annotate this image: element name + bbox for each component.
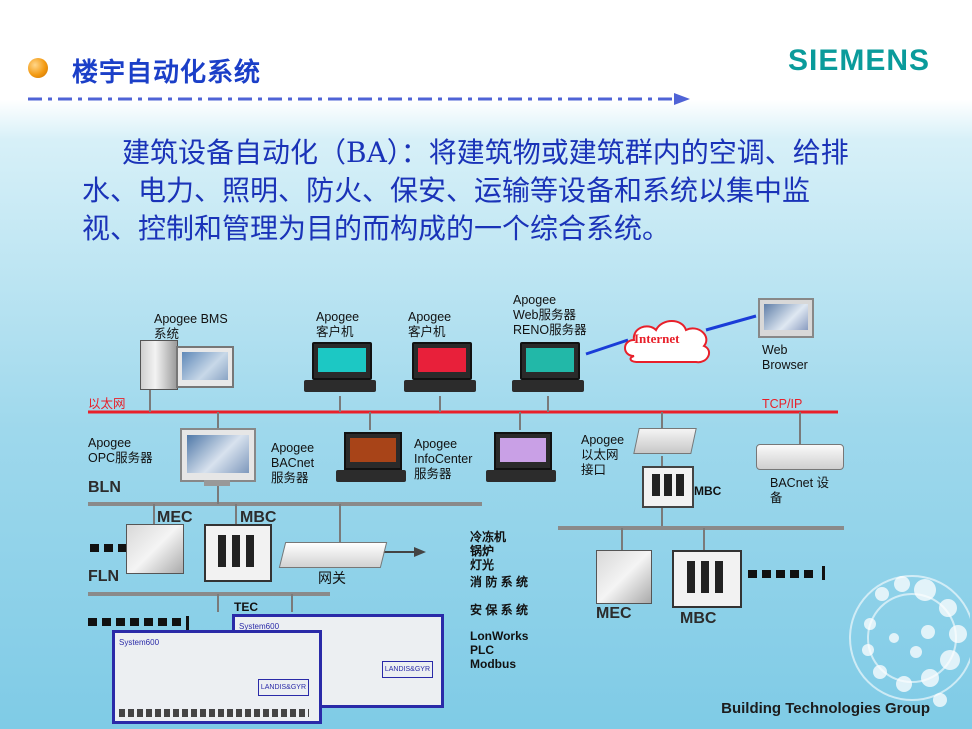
bln-mec-label: MEC: [157, 509, 193, 526]
header-divider-arrow: [28, 93, 690, 105]
bln-mbc-controller-icon: [204, 524, 272, 582]
infocenter-label: Apogee InfoCenter 服务器: [414, 437, 473, 481]
list-item: [470, 589, 528, 603]
opc-server-label: Apogee OPC服务器: [88, 436, 153, 465]
bln-mec-controller-icon: [126, 524, 184, 574]
bln-mbc-label: MBC: [240, 509, 277, 526]
siemens-logo: SIEMENS: [787, 44, 930, 77]
mbc-right-controller-icon: [642, 466, 694, 508]
decorative-dots: [849, 575, 970, 707]
list-item: 锅炉: [470, 544, 495, 558]
opc-server-stand-icon: [204, 480, 230, 486]
web-server-monitor-icon: [520, 342, 580, 380]
mbc-right-label: MBC: [694, 484, 722, 498]
infocenter-keyboard-icon: [486, 470, 556, 482]
list-item: 安 保 系 统: [470, 603, 529, 617]
list-item: 冷冻机: [470, 530, 507, 544]
page-title: 楼宇自动化系统: [72, 58, 262, 88]
web-server-label: Apogee Web服务器 RENO服务器: [513, 293, 587, 337]
list-item: 灯光: [470, 558, 495, 572]
list-item: LonWorks: [470, 629, 529, 643]
system600-panel-front: System600 LANDIS&GYR: [112, 630, 322, 724]
internet-label: Internet: [634, 331, 680, 346]
bms-label: Apogee BMS 系统: [154, 312, 228, 341]
bms-monitor-icon: [176, 346, 234, 388]
client2-keyboard-icon: [404, 380, 476, 392]
ethernet-label: 以太网: [88, 397, 126, 411]
list-item: [470, 617, 528, 629]
list-item: Modbus: [470, 657, 516, 671]
client2-monitor-icon: [412, 342, 472, 380]
web-browser-laptop-icon: [758, 298, 814, 338]
panel1-button-row: [119, 709, 309, 717]
footer-group-name: Building Technologies Group: [721, 700, 930, 717]
panel2-title: System600: [239, 622, 280, 631]
body-paragraph: 建筑设备自动化（BA）：将建筑物或建筑群内的空调、给排水、电力、照明、防火、保安…: [82, 136, 849, 245]
tec-label: TEC: [234, 600, 258, 614]
right-mec-label: MEC: [596, 605, 632, 622]
internet-cloud-icon: [624, 320, 711, 364]
bacnet-device-label: BACnet 设 备: [770, 476, 830, 505]
list-item: PLC: [470, 643, 494, 657]
gateway-device-icon: [278, 542, 388, 568]
panel2-brand: LANDIS&GYR: [381, 661, 433, 678]
client1-keyboard-icon: [304, 380, 376, 392]
bacnet-device-icon: [756, 444, 844, 470]
panel1-brand: LANDIS&GYR: [257, 679, 309, 696]
fln-label: FLN: [88, 568, 120, 585]
gateway-label: 网关: [318, 570, 346, 586]
right-mbc-label: MBC: [680, 610, 717, 627]
bln-label: BLN: [88, 479, 121, 496]
bacnet-server-monitor-icon: [344, 432, 402, 470]
systems-list: 冷冻机 锅炉 灯光 消 防 系 统 安 保 系 统 LonWorks PLC M…: [470, 530, 528, 671]
list-item: 消 防 系 统: [470, 575, 529, 589]
right-mbc-controller-icon: [672, 550, 742, 608]
web-browser-label: Web Browser: [762, 343, 808, 372]
ethernet-interface-device-icon: [633, 428, 697, 454]
panel1-title: System600: [119, 638, 160, 647]
ethernet-interface-label: Apogee 以太网 接口: [581, 433, 625, 477]
bms-server-tower-icon: [140, 340, 178, 390]
client2-label: Apogee 客户机: [408, 310, 452, 339]
client1-label: Apogee 客户机: [316, 310, 360, 339]
client1-monitor-icon: [312, 342, 372, 380]
right-mec-controller-icon: [596, 550, 652, 604]
tcpip-label: TCP/IP: [762, 397, 803, 411]
title-bullet-icon: [28, 58, 48, 78]
infocenter-monitor-icon: [494, 432, 552, 470]
bacnet-server-label: Apogee BACnet 服务器: [271, 441, 315, 485]
opc-server-monitor-icon: [180, 428, 256, 482]
web-server-keyboard-icon: [512, 380, 584, 392]
bacnet-server-keyboard-icon: [336, 470, 406, 482]
